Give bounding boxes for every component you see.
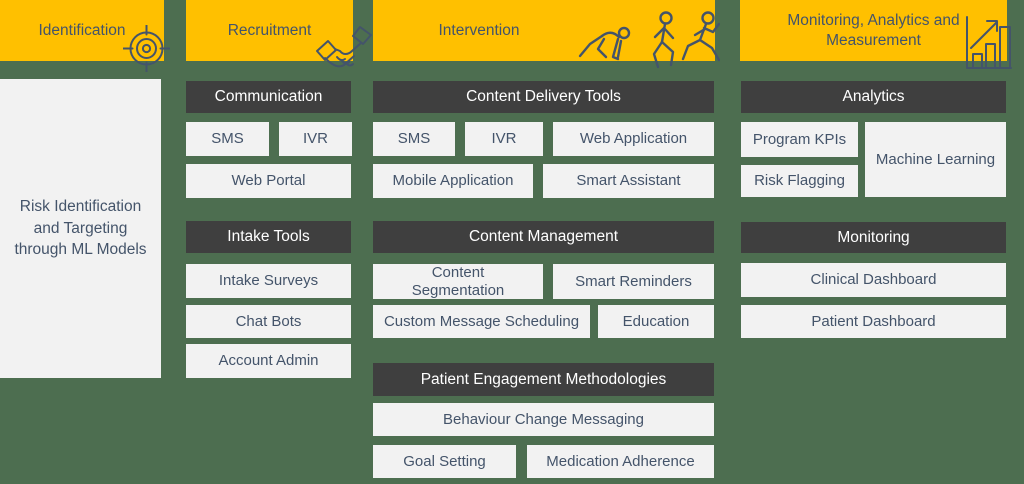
section-analytics: Analytics bbox=[741, 81, 1006, 113]
box-risk-flagging: Risk Flagging bbox=[741, 165, 858, 197]
column-header-identification: Identification bbox=[0, 0, 164, 61]
section-patient-engagement-methodologies: Patient Engagement Methodologies bbox=[373, 363, 714, 396]
walking-figure-icon bbox=[652, 11, 675, 69]
target-icon bbox=[123, 25, 170, 72]
column-header-monitoring-analytics: Monitoring, Analytics and Measurement bbox=[740, 0, 1007, 61]
column-header-intervention: Intervention bbox=[373, 0, 715, 61]
column-header-label: Recruitment bbox=[227, 21, 312, 39]
handshake-icon bbox=[316, 26, 372, 68]
box-custom-message-scheduling: Custom Message Scheduling bbox=[373, 305, 590, 338]
box-smart-reminders: Smart Reminders bbox=[553, 264, 714, 299]
column-header-label: Intervention bbox=[438, 21, 520, 39]
box-clinical-dashboard: Clinical Dashboard bbox=[741, 263, 1006, 297]
box-sms: SMS bbox=[186, 122, 269, 156]
running-figures-icon bbox=[578, 11, 720, 69]
box-machine-learning: Machine Learning bbox=[865, 122, 1006, 197]
box-account-admin: Account Admin bbox=[186, 344, 351, 378]
column-header-recruitment: Recruitment bbox=[186, 0, 353, 61]
box-ivr: IVR bbox=[279, 122, 352, 156]
section-intake-tools: Intake Tools bbox=[186, 221, 351, 253]
box-chat-bots: Chat Bots bbox=[186, 305, 351, 338]
box-mobile-application: Mobile Application bbox=[373, 164, 533, 198]
box-behaviour-change-messaging: Behaviour Change Messaging bbox=[373, 403, 714, 436]
box-medication-adherence: Medication Adherence bbox=[527, 445, 714, 478]
section-communication: Communication bbox=[186, 81, 351, 113]
box-sms-intervention: SMS bbox=[373, 122, 455, 156]
running-figure-icon bbox=[681, 11, 720, 62]
section-content-management: Content Management bbox=[373, 221, 714, 253]
sprinter-icon bbox=[578, 26, 631, 61]
box-web-application: Web Application bbox=[553, 122, 714, 156]
box-smart-assistant: Smart Assistant bbox=[543, 164, 714, 198]
box-ivr-intervention: IVR bbox=[465, 122, 543, 156]
box-patient-dashboard: Patient Dashboard bbox=[741, 305, 1006, 338]
box-intake-surveys: Intake Surveys bbox=[186, 264, 351, 298]
box-content-segmentation: Content Segmentation bbox=[373, 264, 543, 299]
box-web-portal: Web Portal bbox=[186, 164, 351, 198]
box-education: Education bbox=[598, 305, 714, 338]
column-header-label: Monitoring, Analytics and Measurement bbox=[787, 12, 960, 49]
bar-chart-icon bbox=[966, 16, 1012, 69]
box-program-kpis: Program KPIs bbox=[741, 122, 858, 157]
box-goal-setting: Goal Setting bbox=[373, 445, 516, 478]
section-monitoring: Monitoring bbox=[741, 222, 1006, 253]
section-content-delivery-tools: Content Delivery Tools bbox=[373, 81, 714, 113]
column-header-label: Identification bbox=[38, 21, 126, 39]
box-risk-identification: Risk Identification and Targeting throug… bbox=[0, 79, 161, 378]
